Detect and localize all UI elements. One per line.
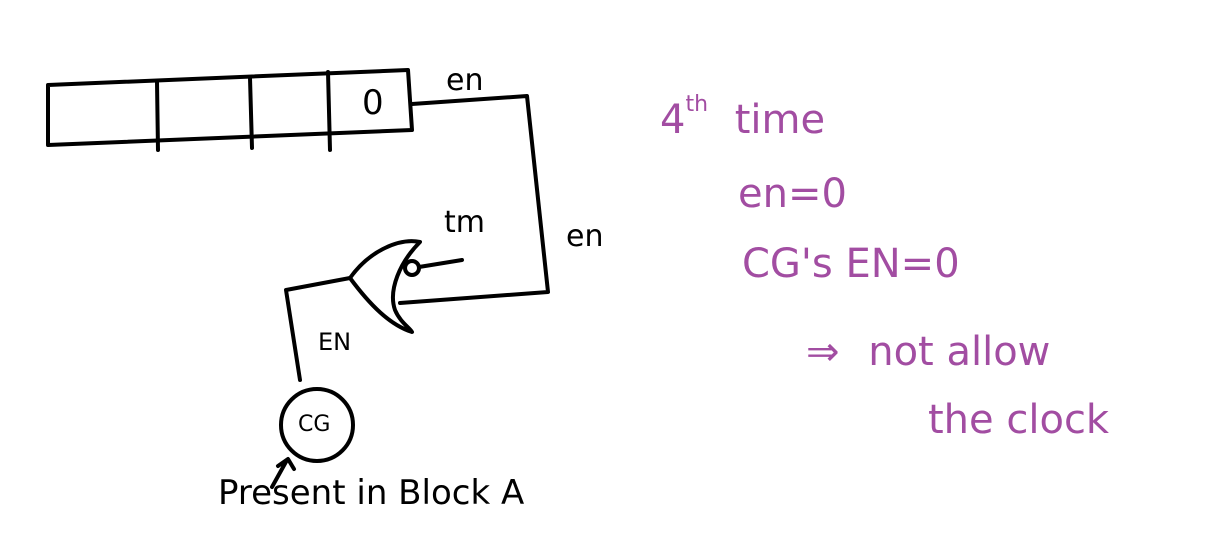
shift-register-outline xyxy=(46,68,414,147)
register-divider-3 xyxy=(326,70,332,152)
inverter-bubble xyxy=(403,259,421,277)
annotation-time: time xyxy=(734,97,826,143)
annotation-not-allow: not allow xyxy=(868,329,1051,375)
en-wire xyxy=(284,276,352,382)
annotation-line-1: 4th time xyxy=(660,94,826,143)
annotation-ordinal: 4 xyxy=(660,97,686,143)
wire-label-en-top: en xyxy=(446,63,484,98)
annotation-line-3: CG's EN=0 xyxy=(742,241,960,287)
implies-arrow-icon: ⇒ xyxy=(806,329,840,375)
register-divider-2 xyxy=(248,76,254,150)
register-cell-value: 0 xyxy=(362,83,384,123)
wire-label-tm: tm xyxy=(444,205,485,240)
annotation-line-2: en=0 xyxy=(738,171,847,217)
en-feedback-wire xyxy=(398,94,550,305)
or-gate xyxy=(348,239,464,334)
clock-gate-circle xyxy=(279,387,355,463)
clock-gate-caption: Present in Block A xyxy=(218,473,525,513)
register-divider-1 xyxy=(155,80,160,152)
annotation-line-4: ⇒ not allow xyxy=(806,332,1050,372)
annotation-line-5: the clock xyxy=(928,397,1110,443)
shift-register xyxy=(46,68,414,152)
pointer-arrow-icon xyxy=(270,457,296,489)
wire-label-EN: EN xyxy=(318,328,352,356)
wire-label-en-right: en xyxy=(566,219,604,254)
or-gate-body xyxy=(348,239,422,334)
tm-input-wire xyxy=(417,258,464,269)
clock-gate-label: CG xyxy=(298,412,331,437)
annotation-ordinal-suffix: th xyxy=(685,92,709,117)
